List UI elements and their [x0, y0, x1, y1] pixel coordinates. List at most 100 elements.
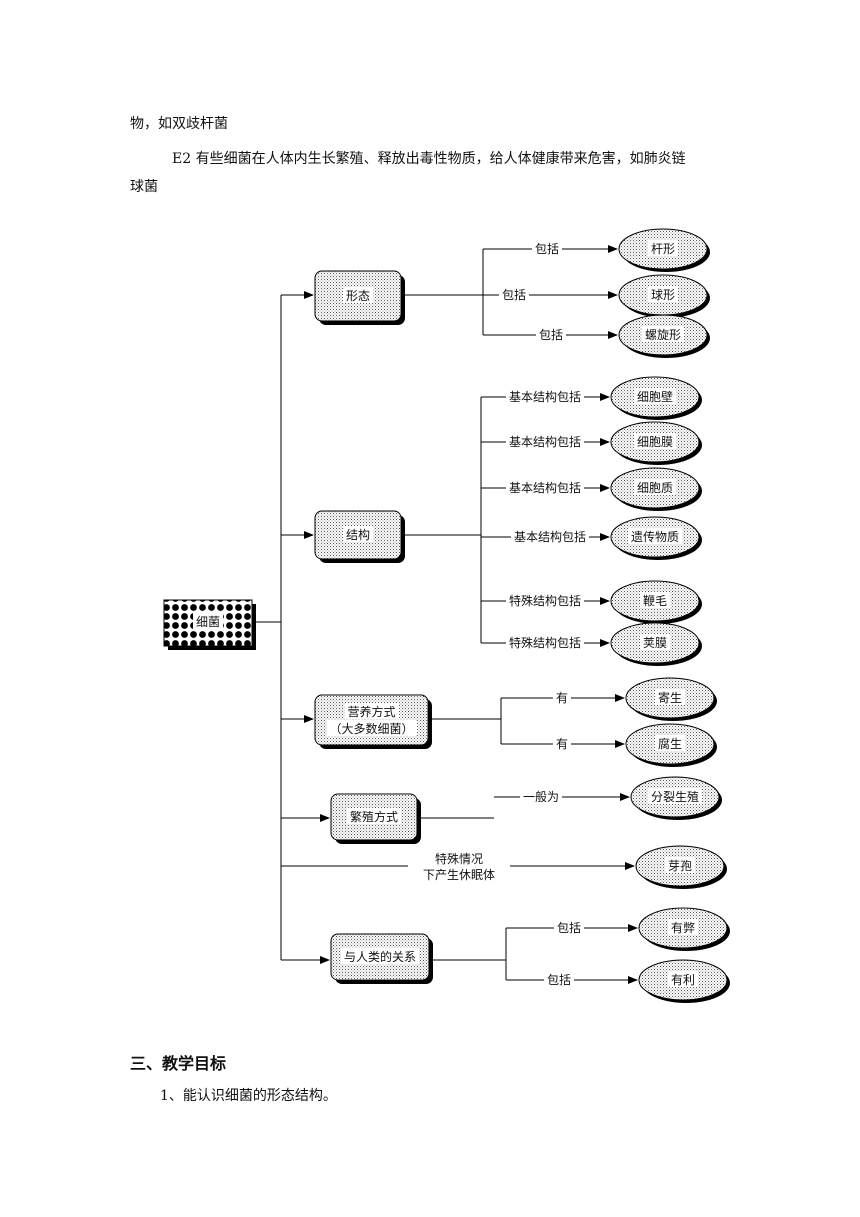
leaf-label: 芽孢 [665, 857, 695, 873]
leaf-node: 细胞膜 [610, 421, 702, 465]
label-background [343, 287, 373, 303]
edge-label: 包括 [499, 286, 529, 302]
label-text: 形态 [346, 289, 370, 303]
label-background [326, 720, 417, 736]
label-text: 细胞膜 [637, 435, 673, 449]
branch-node: 繁殖方式 [330, 793, 421, 844]
label-background [506, 479, 584, 495]
leaf-label: 有弊 [668, 919, 698, 935]
edge-label: 有 [553, 735, 571, 751]
branch-label: 与人类的关系 [341, 948, 419, 964]
leaf-node: 芽孢 [635, 845, 727, 889]
edge-label: 包括 [532, 240, 562, 256]
label-text: 基本结构包括 [514, 529, 586, 544]
leaf-label: 细胞质 [634, 479, 676, 495]
label-background [506, 592, 584, 608]
leaf-label: 螺旋形 [642, 326, 684, 342]
label-text: 荚膜 [643, 636, 667, 650]
edge-label: 基本结构包括 [506, 388, 584, 404]
label-text: 有利 [671, 973, 695, 987]
label-text: 特殊情况 [435, 851, 483, 866]
label-text: 鞭毛 [643, 594, 667, 608]
leaf-node: 荚膜 [610, 622, 702, 666]
leaf-label: 遗传物质 [628, 528, 682, 544]
leaf-label: 有利 [668, 971, 698, 987]
label-background [499, 286, 529, 302]
label-background [554, 919, 584, 935]
label-text: 有 [556, 691, 568, 705]
leaf-label: 细胞膜 [634, 433, 676, 449]
label-text: 杆形 [651, 242, 675, 256]
label-text: 有弊 [671, 920, 695, 935]
label-text: 细胞壁 [637, 389, 673, 404]
label-background [648, 788, 702, 804]
label-text: 包括 [539, 327, 563, 342]
leaf-label: 鞭毛 [640, 592, 670, 608]
label-text: 有 [556, 737, 568, 751]
label-background [640, 634, 670, 650]
label-text: 结构 [346, 527, 370, 542]
leaf-label: 杆形 [648, 240, 678, 256]
label-background [343, 526, 373, 542]
label-text: 遗传物质 [631, 529, 679, 544]
edge-label: 特殊结构包括 [506, 634, 584, 650]
branch-label: 形态 [343, 287, 373, 303]
leaf-node: 寄生 [625, 677, 717, 721]
label-background [648, 286, 678, 302]
label-background [655, 689, 685, 705]
branch-label: （大多数细菌） [326, 720, 417, 736]
leaf-node: 杆形 [618, 228, 710, 272]
paragraph-line: 球菌 [130, 179, 158, 195]
label-text: 基本结构包括 [509, 389, 581, 404]
label-text: 营养方式 [347, 704, 395, 719]
edge-label: 一般为 [520, 788, 562, 804]
label-text: 包括 [547, 972, 571, 987]
edge-label: 基本结构包括 [506, 479, 584, 495]
branch-node: 结构 [314, 510, 405, 563]
label-background [511, 528, 589, 544]
label-background [634, 388, 676, 404]
label-background [520, 788, 562, 804]
edge-label: 基本结构包括 [511, 528, 589, 544]
label-text: 包括 [502, 287, 526, 302]
label-text: （大多数细菌） [329, 721, 413, 736]
label-text: 特殊结构包括 [509, 635, 581, 650]
branch-label: 结构 [343, 526, 373, 542]
label-text: 细胞质 [637, 481, 673, 495]
section-heading: 三、教学目标 [130, 1054, 227, 1073]
label-background [408, 850, 510, 884]
paragraph-line: 物，如双歧杆菌 [130, 116, 228, 132]
label-background [553, 689, 571, 705]
leaf-node: 鞭毛 [610, 580, 702, 624]
label-text: 芽孢 [668, 859, 692, 873]
edge-label: 有 [553, 689, 571, 705]
label-background [544, 971, 574, 987]
label-text: 特殊结构包括 [509, 593, 581, 608]
paragraph-line: E2 有些细菌在人体内生长繁殖、释放出毒性物质，给人体健康带来危害，如肺炎链 [172, 151, 686, 167]
branch-node: 营养方式 （大多数细菌） [314, 694, 432, 749]
label-background [668, 971, 698, 987]
label-background [634, 479, 676, 495]
leaf-node: 细胞质 [610, 467, 702, 511]
label-background [344, 703, 399, 719]
leaf-node: 遗传物质 [610, 516, 702, 560]
label-text: 下产生休眠体 [423, 868, 495, 882]
label-text: 寄生 [658, 690, 682, 705]
label-background [532, 240, 562, 256]
branch-node: 形态 [314, 270, 405, 325]
label-background [347, 808, 401, 824]
label-text: 一般为 [523, 789, 559, 804]
leaf-node: 腐生 [625, 723, 717, 767]
label-background [665, 857, 695, 873]
leaf-node: 细胞壁 [610, 376, 702, 420]
leaf-label: 腐生 [655, 735, 685, 751]
label-text: 繁殖方式 [350, 809, 398, 824]
label-background [655, 735, 685, 751]
edge-label: 特殊结构包括 [506, 592, 584, 608]
leaf-label: 分裂生殖 [648, 788, 702, 804]
label-text: 螺旋形 [645, 328, 681, 342]
leaf-node: 球形 [618, 274, 710, 318]
label-background [553, 735, 571, 751]
